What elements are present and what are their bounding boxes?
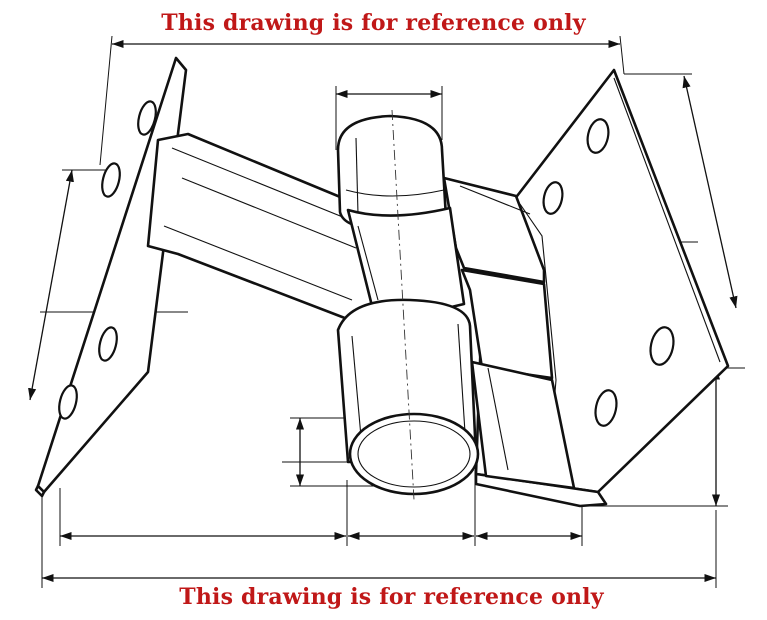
- left-leaf-hole-1: [137, 100, 157, 136]
- dimension-lines: [28, 35, 745, 588]
- right-leaf-hole-4: [594, 389, 618, 427]
- right-leaf-hole-1: [586, 118, 610, 154]
- right-leaf-hole-2: [542, 181, 564, 215]
- reference-caption-top: This drawing is for reference only: [161, 10, 586, 36]
- right-knuckle-straps: [442, 176, 576, 490]
- left-leaf-hole-3: [98, 326, 118, 362]
- right-leaf-hole-3: [649, 326, 675, 366]
- left-leaf-hole-2: [101, 162, 121, 198]
- hinge-knuckle: [336, 109, 480, 501]
- left-leaf-hole-4: [58, 384, 78, 420]
- reference-caption-bottom: This drawing is for reference only: [179, 584, 604, 610]
- left-leaf: [34, 56, 188, 498]
